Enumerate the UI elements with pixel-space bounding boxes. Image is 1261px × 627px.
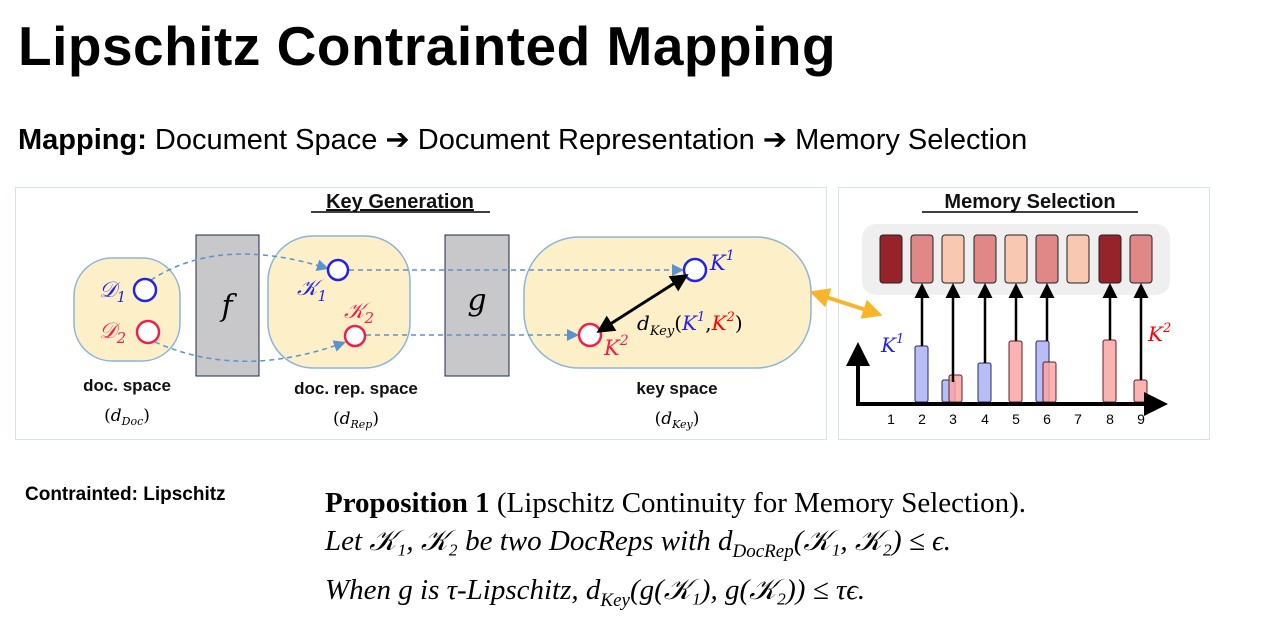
proposition-line-3: When g is τ-Lipschitz, dKey(g(𝒦₁), g(𝒦₂)…: [325, 571, 1026, 620]
proposition: Proposition 1 (Lipschitz Continuity for …: [325, 484, 1026, 620]
f-function-box: [195, 234, 260, 377]
doc-rep-space-label: doc. rep. space: [294, 379, 418, 398]
k2-legend-label: K2: [1147, 321, 1171, 346]
memory-cell-5: [1004, 234, 1028, 284]
proposition-head: Proposition 1: [325, 487, 490, 519]
point-d2: [135, 319, 161, 345]
point-d1: [132, 277, 158, 303]
mapping-arrow-d1: [150, 253, 329, 281]
label-k1-key: K1: [709, 248, 735, 275]
k2-bar-8: [1102, 339, 1117, 403]
k1-bar-4: [977, 362, 992, 403]
point-k2-rep: [343, 324, 367, 348]
x-tick-label: 1: [887, 411, 895, 427]
key-space-label: key space: [636, 379, 717, 398]
memory-cell-2: [910, 234, 934, 284]
k2-bar-6: [1042, 361, 1057, 403]
memory-cell-6: [1035, 234, 1059, 284]
point-k1-key: [682, 257, 708, 283]
key-space-region: [523, 236, 812, 369]
constraint-label: Contrainted: Lipschitz: [25, 484, 226, 505]
proposition-line-2: Let 𝒦₁, 𝒦₂ be two DocReps with dDocRep(𝒦…: [325, 522, 1026, 571]
point-k2-key: [577, 322, 603, 348]
distance-label: dKey(K1,K2): [637, 310, 743, 339]
memory-selection-heading: Memory Selection: [944, 191, 1115, 213]
k1-bar-2: [914, 345, 929, 403]
proposition-sub: DocRep: [732, 540, 794, 562]
mapping-arrow-d2: [154, 340, 346, 362]
x-tick-label: 2: [918, 411, 926, 427]
label-d2: 𝒟2: [99, 319, 126, 347]
doc-rep-space-region: [267, 235, 411, 369]
x-tick-label: 7: [1074, 411, 1082, 427]
memory-cell-1: [879, 234, 903, 284]
memory-selection-chart: 1 2 3 4 5 6 7 8 9: [879, 234, 1153, 427]
label-k2-key: K2: [603, 333, 629, 360]
proposition-text: Let 𝒦₁, 𝒦₂ be two DocReps with d: [325, 525, 733, 557]
mapping-text: Document Space ➔ Document Representation…: [154, 124, 1028, 156]
proposition-title: (Lipschitz Continuity for Memory Selecti…: [489, 487, 1027, 519]
x-tick-label: 4: [981, 411, 989, 427]
k1-legend-label: K1: [880, 332, 904, 357]
doc-space-label: doc. space: [83, 376, 171, 395]
link-arrow: [809, 288, 883, 319]
proposition-sub: Key: [600, 589, 630, 611]
g-label: g: [467, 283, 486, 318]
x-tick-label: 5: [1012, 411, 1020, 427]
distance-arrow: [596, 274, 689, 333]
key-generation-heading: Key Generation: [326, 191, 474, 213]
doc-rep-space-metric: (dRep): [333, 409, 379, 431]
x-tick-label: 8: [1106, 411, 1114, 427]
k2-bar-3: [948, 374, 963, 403]
mapping-subtitle: Mapping: Document Space ➔ Document Repre…: [18, 122, 1027, 157]
doc-space-metric: (dDoc): [104, 406, 150, 428]
mapping-lead: Mapping:: [18, 124, 147, 156]
memory-cell-3: [941, 234, 965, 284]
proposition-line-1: Proposition 1 (Lipschitz Continuity for …: [325, 484, 1026, 522]
point-k1-rep: [326, 258, 350, 282]
proposition-text: (𝒦₁, 𝒦₂) ≤ ϵ.: [793, 525, 951, 557]
memory-cell-4: [973, 234, 997, 284]
x-tick-label: 9: [1137, 411, 1145, 427]
g-function-box: [444, 234, 510, 377]
memory-cell-8: [1098, 234, 1122, 284]
k2-bar-9: [1133, 379, 1148, 403]
slide-title: Lipschitz Contrainted Mapping: [18, 15, 837, 77]
x-tick-label: 3: [949, 411, 957, 427]
x-tick-label: 6: [1043, 411, 1051, 427]
k2-bar-5: [1008, 340, 1023, 403]
proposition-text: (g(𝒦₁), g(𝒦₂)) ≤ τϵ.: [629, 573, 866, 606]
proposition-text: When g is τ-Lipschitz, d: [325, 573, 601, 606]
key-space-metric: (dKey): [655, 409, 700, 431]
memory-cell-9: [1129, 234, 1153, 284]
memory-cell-7: [1066, 234, 1090, 284]
label-d1: 𝒟1: [99, 278, 126, 306]
